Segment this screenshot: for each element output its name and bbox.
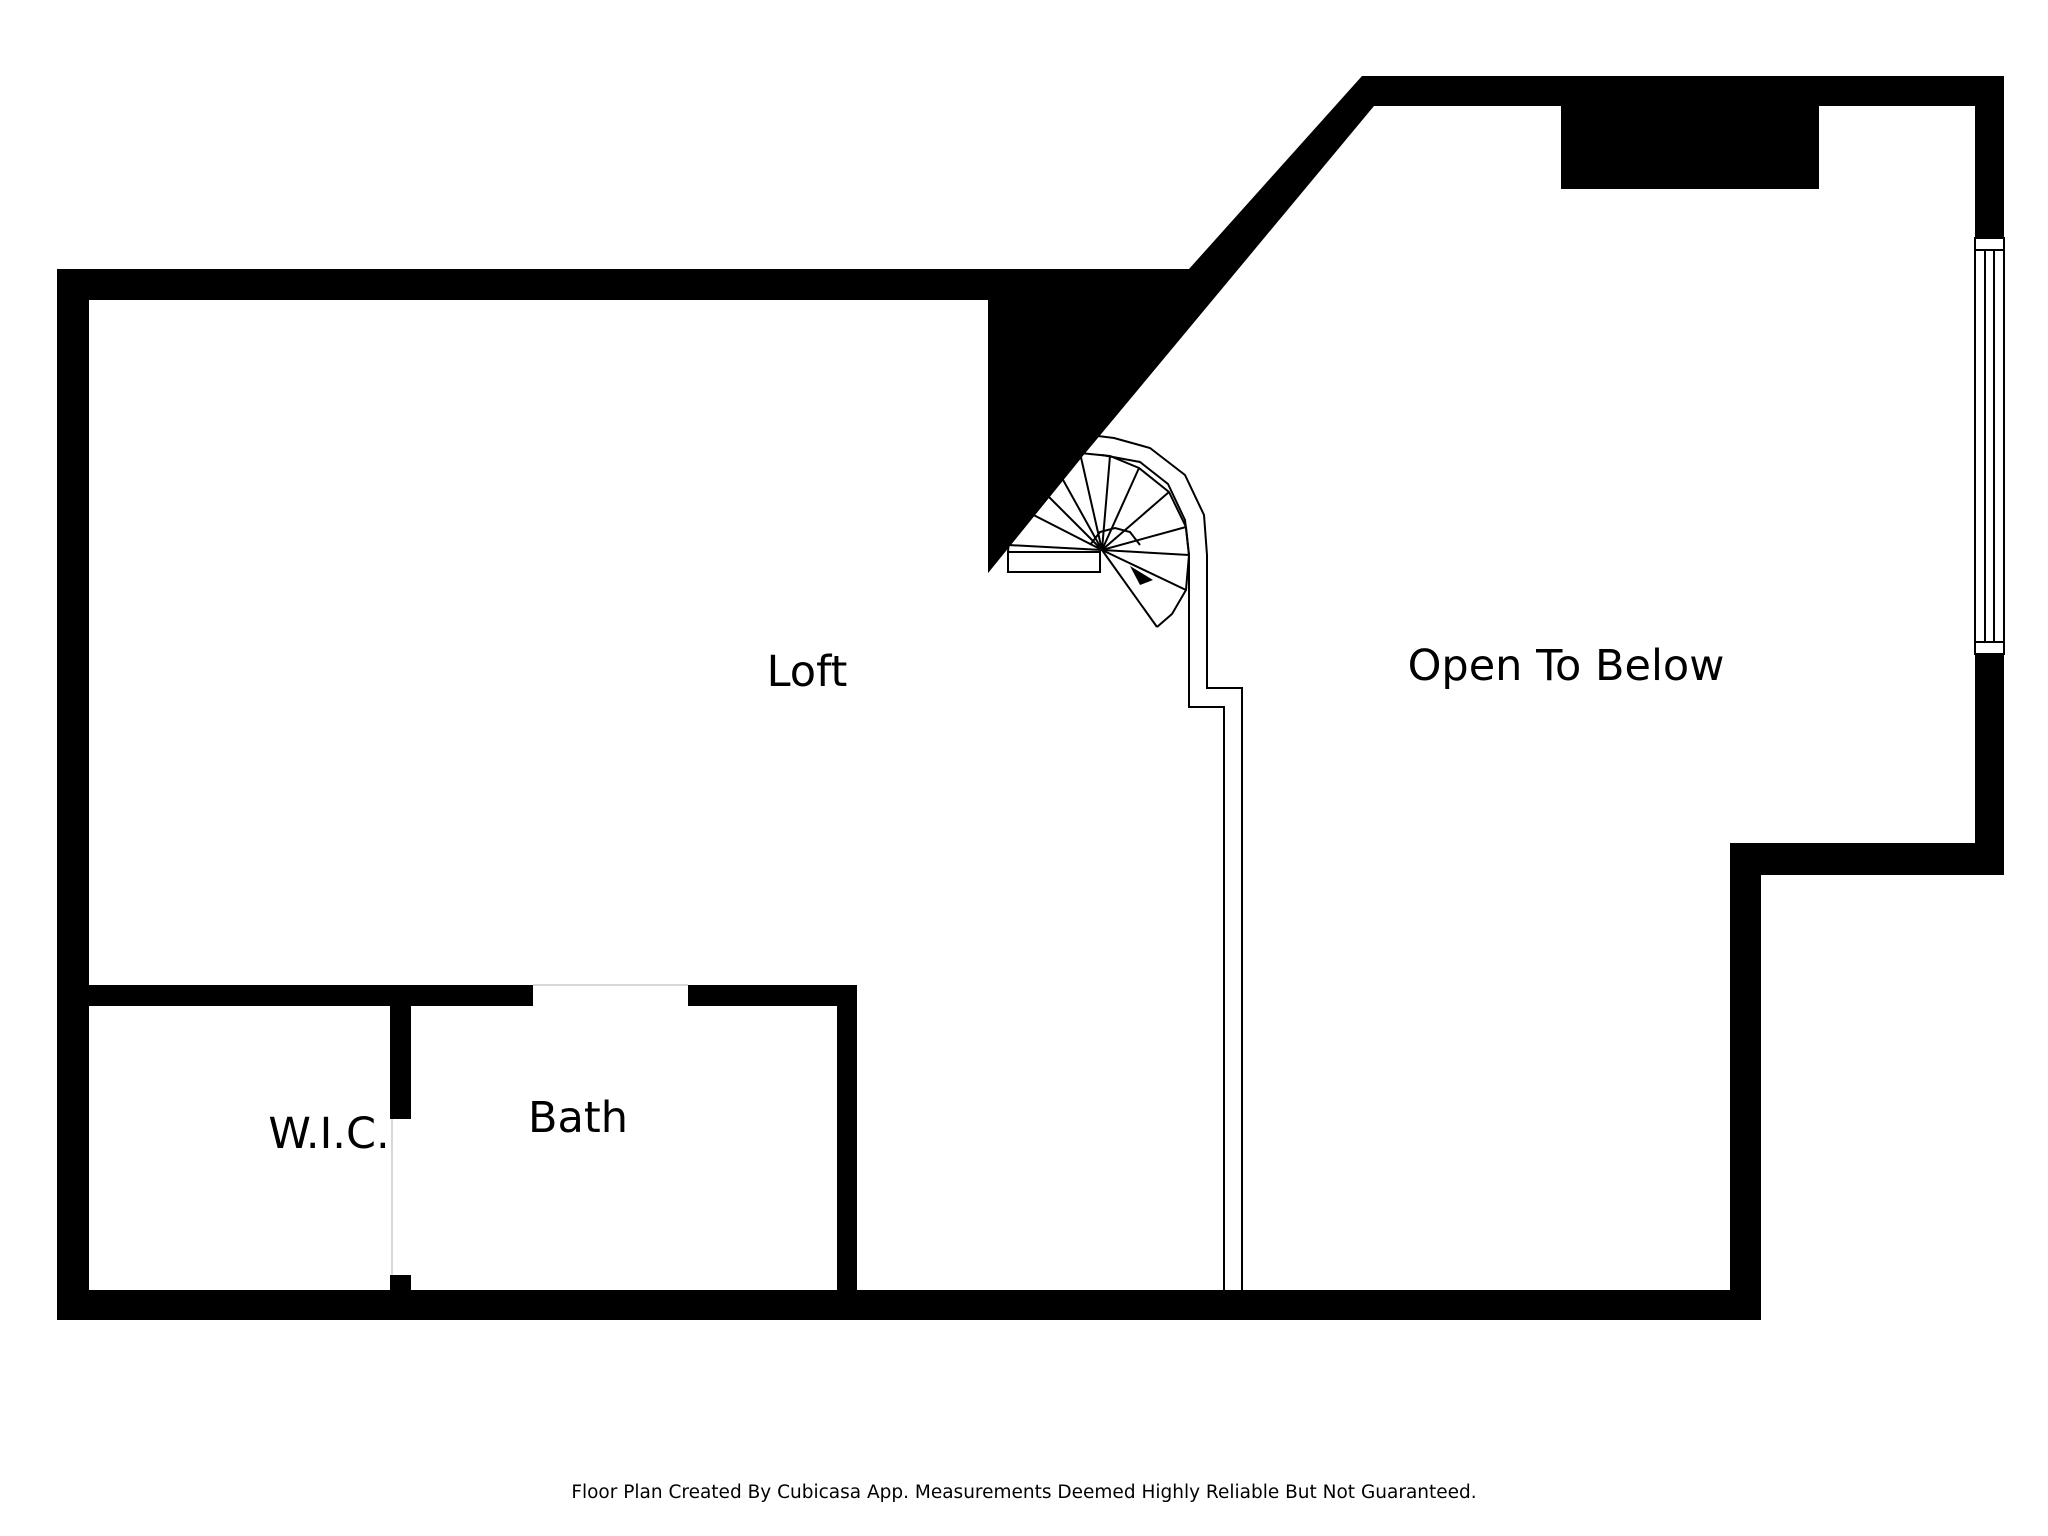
stair-tread bbox=[1101, 467, 1140, 551]
room-label-loft: Loft bbox=[767, 647, 848, 697]
stair-tread bbox=[1101, 455, 1111, 551]
stair-tread bbox=[1101, 526, 1187, 551]
room-label-open-to-below: Open To Below bbox=[1408, 641, 1725, 691]
stair-direction-arrow bbox=[1130, 566, 1153, 585]
room-label-wic: W.I.C. bbox=[268, 1109, 389, 1159]
railing bbox=[1081, 433, 1243, 1290]
wall-divider-upper bbox=[390, 1006, 411, 1119]
stair-outer-arc bbox=[1011, 451, 1191, 628]
stair-inner-arc bbox=[1089, 526, 1141, 546]
wall-divider-lower bbox=[390, 1275, 411, 1305]
window-frame bbox=[1974, 237, 2005, 655]
footer-disclaimer: Floor Plan Created By Cubicasa App. Meas… bbox=[571, 1482, 1476, 1503]
stair-tread bbox=[1051, 459, 1103, 551]
stair-tread bbox=[1011, 503, 1103, 551]
stair-tread bbox=[1079, 452, 1103, 551]
stair-landing bbox=[1007, 551, 1101, 573]
stair-tread bbox=[1101, 549, 1187, 591]
window-opening bbox=[1973, 238, 2007, 654]
stair-side bbox=[1007, 503, 1013, 553]
wall-top-left bbox=[89, 985, 533, 1006]
wall-bath-right bbox=[837, 985, 857, 1305]
stair-tread bbox=[1101, 491, 1170, 551]
stair-tread bbox=[1029, 477, 1103, 551]
wall-block-diagonal bbox=[988, 269, 1189, 573]
stair-tread bbox=[1101, 549, 1158, 628]
wall-top-right bbox=[688, 985, 857, 1006]
room-label-bath: Bath bbox=[528, 1093, 628, 1143]
stair-tread bbox=[1101, 549, 1190, 556]
spiral-staircase bbox=[1007, 451, 1191, 628]
railing bbox=[1101, 454, 1225, 1290]
chimney-block bbox=[1561, 106, 1819, 189]
stair-tread bbox=[1007, 544, 1103, 551]
